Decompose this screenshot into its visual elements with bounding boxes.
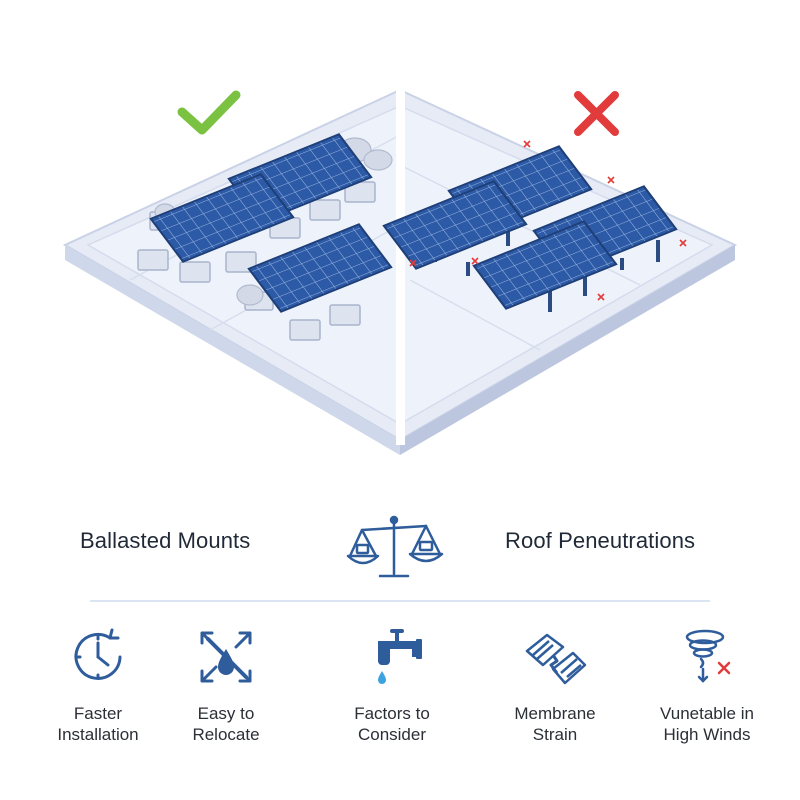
feature-label: Factors to Consider xyxy=(354,704,430,744)
ballasted-array xyxy=(137,133,393,341)
relocate-icon xyxy=(200,631,252,683)
check-icon xyxy=(177,90,241,135)
heading-roof-penetrations: Roof Peneutrations xyxy=(505,528,696,553)
feature-faster-installation: Faster Installation xyxy=(28,625,168,745)
feature-factors-to-consider: Factors to Consider xyxy=(322,625,462,745)
clock-icon xyxy=(74,628,122,680)
feature-label: Vunetable in High Winds xyxy=(660,704,754,744)
torn-membrane-icon xyxy=(525,633,587,685)
feature-label: Membrane Strain xyxy=(514,704,596,744)
feature-easy-to-relocate: Easy to Relocate xyxy=(156,625,296,745)
feature-membrane-strain: Membrane Strain xyxy=(485,625,625,745)
feature-label: Faster Installation xyxy=(57,704,139,744)
balance-scale-icon xyxy=(346,515,444,578)
heading-ballasted-mounts: Ballasted Mounts xyxy=(80,528,251,553)
feature-label: Easy to Relocate xyxy=(192,704,260,744)
penetration-markers xyxy=(409,140,687,301)
cross-icon xyxy=(574,91,619,136)
penetration-array xyxy=(382,140,687,312)
comparison-divider xyxy=(396,85,405,445)
feature-vulnerable-high-winds: Vunetable in High Winds xyxy=(637,625,777,745)
roof-comparison-illustration xyxy=(62,85,738,455)
leaking-faucet-icon xyxy=(378,629,422,684)
tornado-icon xyxy=(685,629,731,683)
section-divider xyxy=(90,600,710,602)
